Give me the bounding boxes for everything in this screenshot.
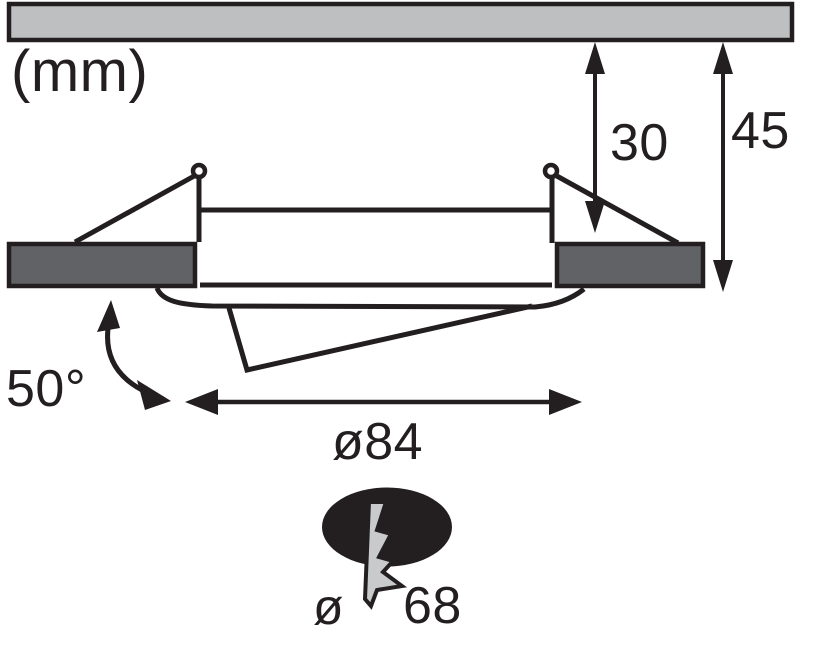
arrowhead-up-icon [585, 42, 605, 74]
luminaire-cross-section [6, 162, 706, 373]
ceiling-panel [6, 1, 795, 43]
arrowhead-up-icon [713, 42, 733, 74]
spring-pivot-right-icon [542, 162, 560, 180]
spring-wire-left [73, 172, 198, 245]
arrowhead-down-icon [713, 260, 733, 292]
arrowhead-down-icon [585, 201, 605, 233]
arrowhead-up-icon [97, 300, 120, 332]
dimension-label-50deg: 50° [6, 360, 86, 418]
trim-flange-left [6, 241, 198, 289]
cutout-diameter-sign: ø [313, 579, 344, 635]
tilted-lamp-outline [226, 303, 533, 373]
cutout-hole-icon [322, 487, 452, 567]
dimension-total-depth: 45 [713, 42, 790, 292]
dimension-label-30: 30 [610, 114, 669, 172]
lightning-bolt-icon [362, 500, 408, 610]
cutout-diameter-symbol: ø 68 [313, 487, 462, 635]
dimension-label-45: 45 [731, 102, 790, 160]
spring-pivot-left-icon [190, 162, 208, 180]
arrowhead-right-icon [137, 380, 171, 410]
dimension-outer-diameter: ø84 [185, 389, 582, 471]
spring-wire-right [553, 172, 680, 246]
arrowhead-right-icon [549, 389, 582, 415]
dimension-tilt-angle: 50° [6, 300, 171, 418]
bezel-outline [154, 286, 586, 310]
cutout-diameter-value: 68 [403, 577, 462, 635]
trim-flange-right [554, 241, 706, 289]
dimension-label-84: ø84 [332, 413, 423, 471]
unit-label: (mm) [11, 39, 148, 104]
dimension-recess-depth: 30 [585, 42, 669, 233]
arrowhead-left-icon [185, 389, 218, 415]
